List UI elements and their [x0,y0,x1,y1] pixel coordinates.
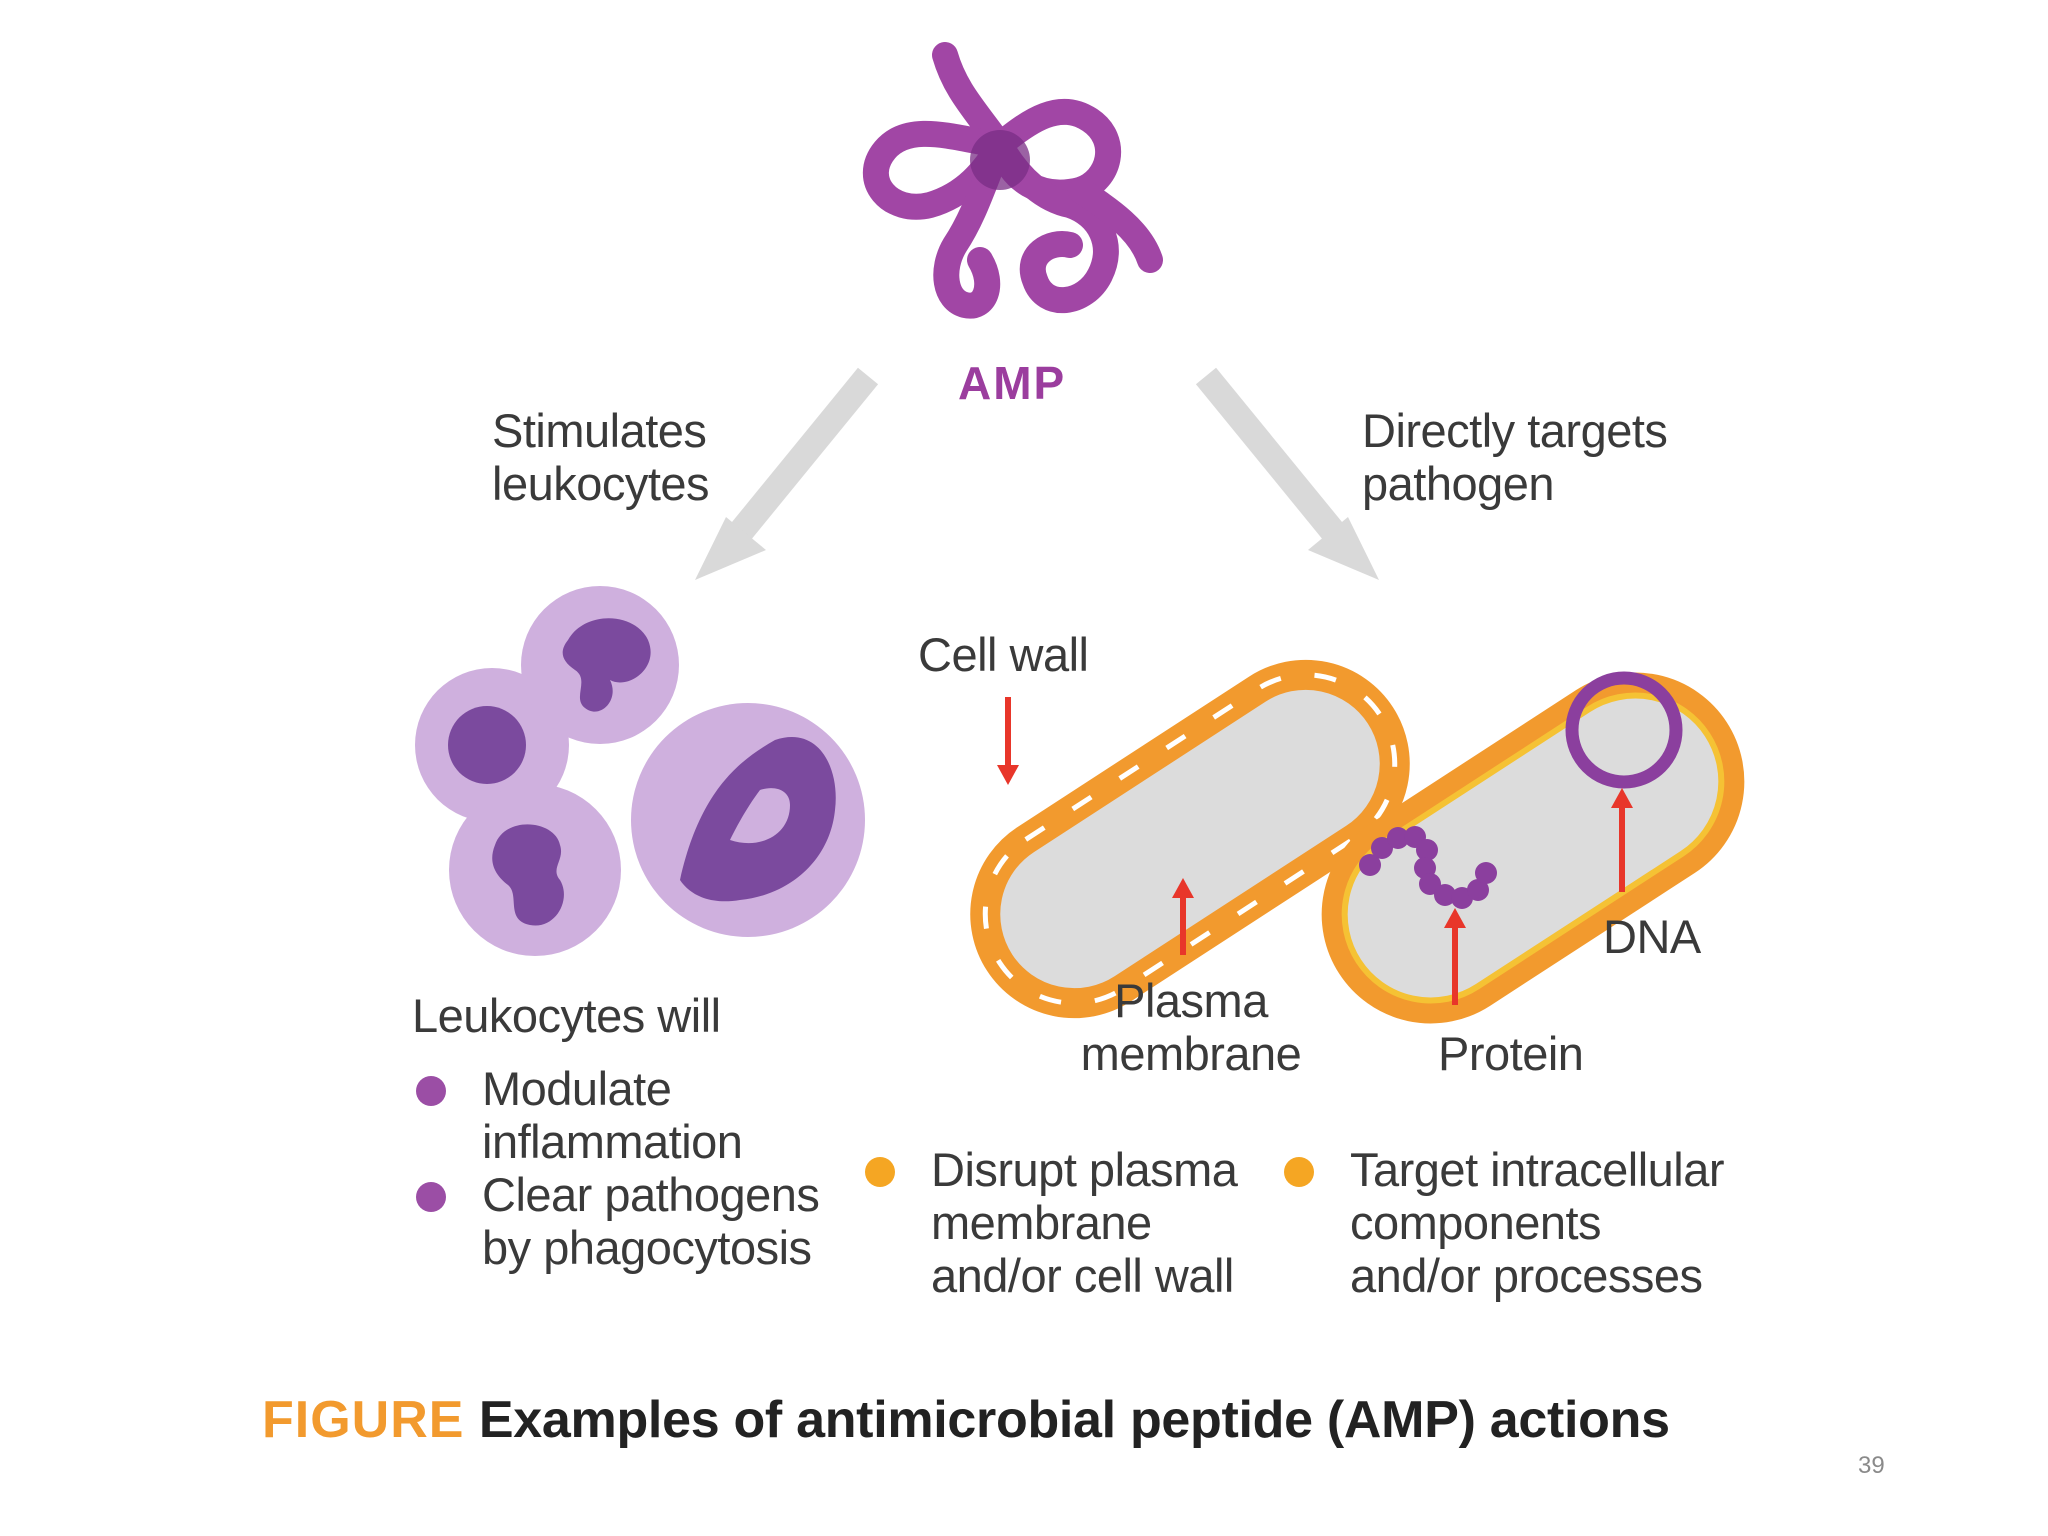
bullet-dot [1284,1157,1314,1187]
amp-label: AMP [958,357,1067,409]
list-item: Target intracellular components and/or p… [1284,1143,1725,1302]
bullet-dot [416,1182,446,1212]
amp-molecule-core [970,130,1030,190]
leukocyte-cluster [415,586,865,956]
leukocyte-actions-list: Modulate inflammation Clear pathogens by… [416,1062,820,1274]
amp-molecule-icon [862,42,1163,319]
page-number: 39 [1858,1452,1885,1479]
plasma-membrane-label: Plasma membrane [1080,974,1302,1080]
list-item: Clear pathogens by phagocytosis [416,1168,820,1274]
membrane-action-list: Disrupt plasma membrane and/or cell wall [865,1143,1238,1302]
protein-chain [1359,826,1497,909]
pathogen-intracellular-target [1321,671,1745,1024]
list-item: Disrupt plasma membrane and/or cell wall [865,1143,1238,1302]
left-branch-label: Stimulates leukocytes [492,404,710,510]
bullet-dot [416,1076,446,1106]
flow-arrow-right [1195,367,1379,580]
figure-caption: FIGURE Examples of antimicrobial peptide… [262,1390,1670,1450]
right-branch-label: Directly targets pathogen [1362,404,1668,510]
leukocyte-heading: Leukocytes will [412,989,721,1042]
figure-caption-prefix: FIGURE [262,1391,465,1449]
callout-arrows [997,697,1633,1005]
cell-wall-label: Cell wall [918,628,1089,681]
pathogen-membrane-target [970,659,1410,1019]
list-item: Modulate inflammation [416,1062,819,1168]
dna-ring [1565,671,1683,789]
dna-label: DNA [1603,910,1701,963]
intracellular-action-list: Target intracellular components and/or p… [1284,1143,1725,1302]
flow-arrow-left [695,367,879,580]
protein-label: Protein [1438,1027,1584,1080]
bullet-dot [865,1157,895,1187]
figure-caption-text: Examples of antimicrobial peptide (AMP) … [478,1391,1670,1449]
